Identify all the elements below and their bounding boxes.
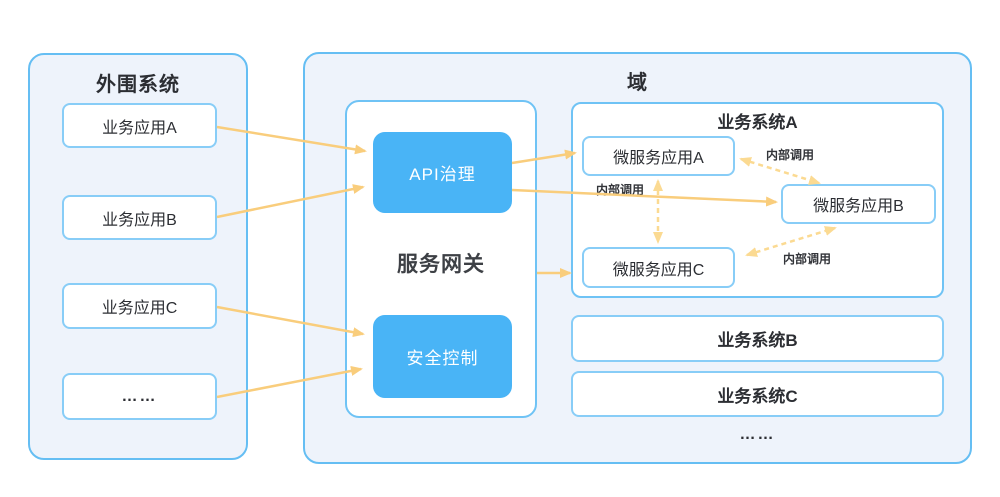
internal-call-label-ab: 内部调用 xyxy=(766,148,815,162)
module-security-control: 安全控制 xyxy=(373,315,512,398)
peripheral-panel-title: 外围系统 xyxy=(96,74,180,96)
domain-panel-title: 域 xyxy=(627,72,648,94)
node-business-system-c: 业务系统C xyxy=(571,371,944,417)
node-business-app-b: 业务应用B xyxy=(62,195,217,240)
node-business-app-more: …… xyxy=(62,373,217,420)
node-microservice-app-a: 微服务应用A xyxy=(582,136,735,176)
business-system-a-title: 业务系统A xyxy=(717,113,798,132)
node-business-app-a: 业务应用A xyxy=(62,103,217,148)
module-api-governance: API治理 xyxy=(373,132,512,213)
internal-call-label-cb: 内部调用 xyxy=(783,252,832,266)
node-microservice-app-c: 微服务应用C xyxy=(582,247,735,288)
internal-call-label-ac: 内部调用 xyxy=(596,183,645,197)
more-systems-ellipsis: …… xyxy=(739,426,776,443)
node-business-system-b: 业务系统B xyxy=(571,315,944,362)
node-microservice-app-b: 微服务应用B xyxy=(781,184,936,224)
node-business-app-c: 业务应用C xyxy=(62,283,217,329)
service-gateway-title: 服务网关 xyxy=(397,253,485,276)
